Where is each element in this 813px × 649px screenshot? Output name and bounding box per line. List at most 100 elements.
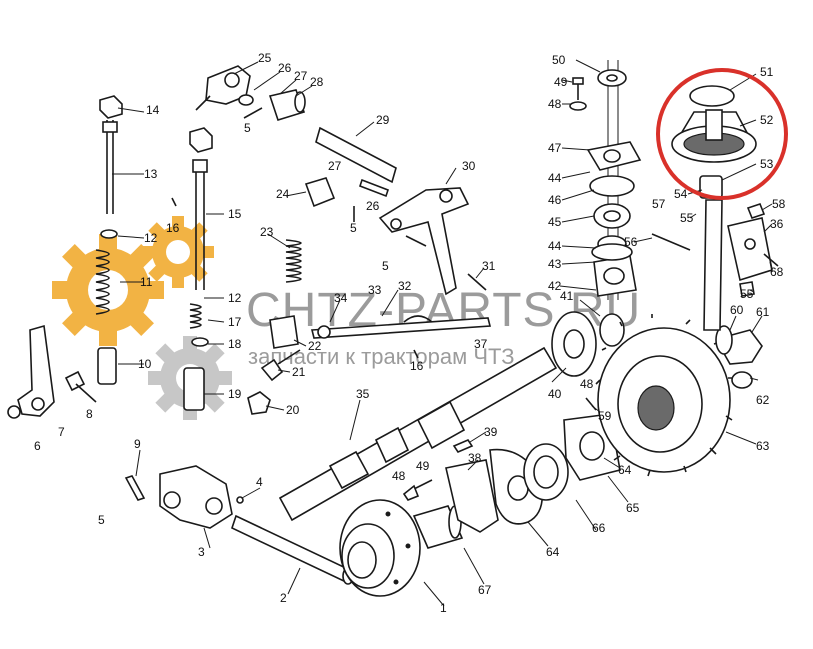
callout-55-b: 55 (740, 287, 754, 301)
part-55-nut (739, 281, 755, 297)
callout-61: 61 (756, 305, 770, 319)
part-28-bushing (268, 89, 306, 121)
part-30-lever (378, 187, 470, 296)
part-46-bearing (593, 203, 631, 229)
callout-23: 23 (260, 225, 274, 239)
callout-5-a: 5 (98, 513, 105, 527)
callout-47: 47 (548, 141, 562, 155)
callout-24: 24 (276, 187, 290, 201)
callout-45: 45 (548, 215, 562, 229)
callout-30: 30 (462, 159, 476, 173)
callout-68: 68 (770, 265, 784, 279)
callout-8: 8 (86, 407, 93, 421)
callout-44-a: 44 (548, 171, 562, 185)
callout-46: 46 (548, 193, 562, 207)
part-48-washer-top (569, 101, 587, 111)
callout-50: 50 (552, 53, 566, 67)
callout-55-a: 55 (680, 211, 694, 225)
part-43-housing (593, 255, 637, 297)
callout-36: 36 (770, 217, 784, 231)
part-39-key (452, 439, 474, 453)
part-66-gasket (523, 443, 569, 501)
callout-5-c: 5 (350, 221, 357, 235)
part-63-large-gear (595, 314, 734, 477)
part-8-bolt (64, 370, 97, 403)
callout-48-a: 48 (548, 97, 562, 111)
part-24-block (304, 177, 336, 208)
part-52-clutch-housing (671, 109, 757, 163)
part-5-pin-top (243, 107, 263, 119)
part-16-pin-a (171, 197, 177, 207)
part-18-washer-right (191, 337, 209, 347)
callout-20: 20 (286, 403, 300, 417)
callout-4: 4 (256, 475, 263, 489)
callout-26-a: 26 (278, 61, 292, 75)
callout-32: 32 (398, 279, 412, 293)
callout-54: 54 (674, 187, 688, 201)
part-19-sleeve-right (183, 367, 205, 411)
callout-17: 17 (228, 315, 242, 329)
part-14-nut-right (189, 127, 213, 153)
callout-43: 43 (548, 257, 562, 271)
callout-39: 39 (484, 425, 498, 439)
callout-16-b: 16 (410, 359, 424, 373)
part-11-spring-left (95, 249, 110, 315)
part-35-camshaft (278, 346, 558, 522)
orange-gear-small-icon (142, 216, 214, 288)
callout-6: 6 (34, 439, 41, 453)
callout-28: 28 (310, 75, 324, 89)
part-3-yoke (159, 465, 233, 529)
callout-25: 25 (258, 51, 272, 65)
part-31-pin (467, 273, 487, 291)
callout-49-a: 49 (554, 75, 568, 89)
callout-64-a: 64 (618, 463, 632, 477)
callout-56: 56 (624, 235, 638, 249)
callout-10: 10 (138, 357, 152, 371)
part-47-flange (586, 141, 642, 171)
part-17-spring-right (189, 303, 202, 329)
part-41-42-bushing (599, 313, 625, 347)
part-68-pin (763, 253, 779, 267)
part-36-bracket (727, 217, 773, 282)
callout-48-b: 48 (392, 469, 406, 483)
mechanism-drawing (7, 60, 779, 597)
callout-44-b: 44 (548, 239, 562, 253)
part-57-shaft (703, 199, 723, 331)
callout-62: 62 (756, 393, 770, 407)
part-49-bolt-top (572, 77, 584, 100)
callout-60: 60 (730, 303, 744, 317)
part-38-plate (445, 459, 499, 533)
callout-12-b: 12 (228, 291, 242, 305)
callout-5-d: 5 (382, 259, 389, 273)
part-16-pin-b (413, 349, 419, 359)
callout-12-a: 12 (144, 231, 158, 245)
part-21-bolt (260, 349, 301, 382)
callout-21: 21 (292, 365, 306, 379)
callout-16-a: 16 (166, 221, 180, 235)
callout-49-b: 49 (416, 459, 430, 473)
callout-42: 42 (548, 279, 562, 293)
callout-38: 38 (468, 451, 482, 465)
part-1-flange-hub (339, 499, 421, 597)
part-44-gasket-mid (591, 243, 633, 261)
part-5-pin-b (405, 235, 427, 247)
part-7-arm (17, 324, 55, 417)
callout-29: 29 (376, 113, 390, 127)
part-12-washer-left (100, 229, 118, 239)
part-27-pin (358, 178, 390, 198)
callout-59: 59 (598, 409, 612, 423)
callout-53: 53 (760, 157, 774, 171)
part-67-bushing (412, 505, 464, 549)
part-32-34-linkage (310, 315, 492, 339)
callout-67: 67 (478, 583, 492, 597)
callout-65: 65 (626, 501, 640, 515)
part-44-gasket-top (589, 175, 635, 197)
part-56-bolt (651, 233, 691, 251)
part-20-nut (247, 391, 271, 415)
callout-33: 33 (368, 283, 382, 297)
callout-41: 41 (560, 289, 574, 303)
part-6-nut (7, 405, 21, 419)
callout-27-a: 27 (294, 69, 308, 83)
callout-18: 18 (228, 337, 242, 351)
part-4-ball (236, 496, 244, 504)
